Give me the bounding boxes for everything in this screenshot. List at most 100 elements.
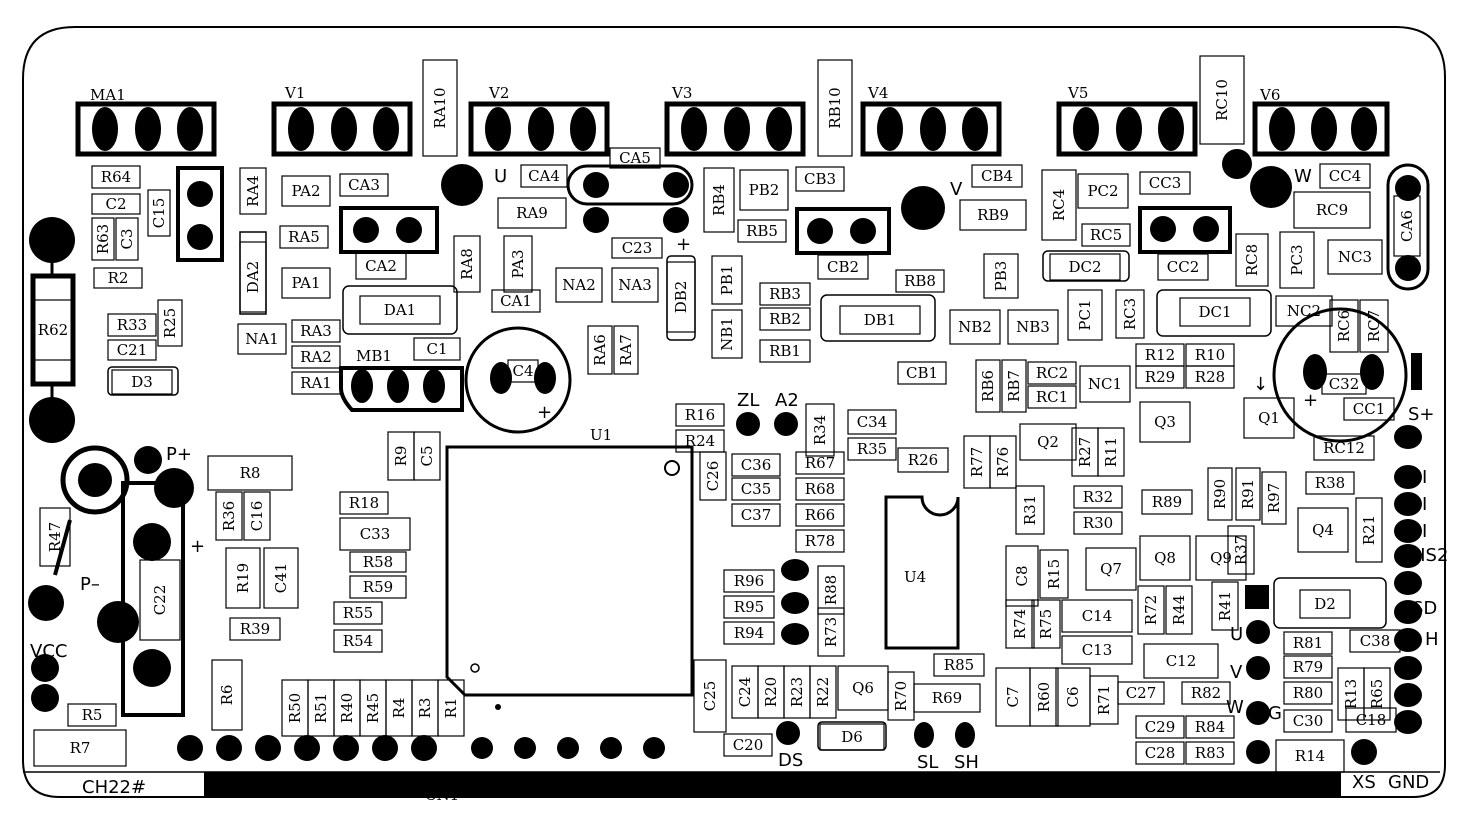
pin-label: S+ [1408, 404, 1435, 425]
designator-pb3: PB3 [983, 253, 1019, 299]
designator-label: CA4 [528, 167, 560, 185]
designator-outline [453, 235, 481, 293]
designator-r8: R8 [207, 455, 293, 491]
designator-q7: Q7 [1085, 547, 1137, 591]
designator-outline [847, 437, 897, 461]
designator-outline [1135, 741, 1185, 765]
designator-r26: R26 [897, 447, 949, 473]
designator-label: RC6 [1335, 310, 1353, 342]
designator-label: R76 [994, 447, 1012, 477]
designator-rc4: RC4 [1041, 169, 1077, 241]
designator-label: RA9 [516, 204, 548, 222]
designator-label: R32 [1083, 488, 1113, 506]
designator-label: R58 [363, 553, 393, 571]
plus-sign: + [190, 536, 205, 557]
designator-label: NA3 [618, 276, 652, 294]
connector-ca2 [339, 206, 439, 254]
designator-label: C24 [736, 677, 754, 708]
designator-outline [1005, 545, 1039, 607]
designator-r30: R30 [1073, 511, 1123, 535]
designator-label: R68 [805, 480, 835, 498]
designator-outline [1235, 233, 1269, 287]
designator-label: NA1 [245, 330, 279, 348]
designator-outline [731, 477, 781, 501]
bottom-connector-bar [204, 772, 1341, 797]
designator-nc3: NC3 [1327, 239, 1383, 275]
designator-c2: C2 [91, 193, 141, 215]
designator-rc7: RC7 [1359, 299, 1389, 353]
designator-ra4: RA4 [239, 167, 267, 215]
designator-r84: R84 [1185, 715, 1235, 739]
designator-label: R23 [788, 677, 806, 707]
header-label: V6 [1259, 86, 1280, 104]
designator-r51: R51 [307, 679, 335, 737]
designator-label: PC2 [1087, 182, 1118, 200]
designator-label: R26 [908, 451, 938, 469]
pin-label: SD [1412, 598, 1437, 619]
designator-outline [157, 299, 183, 347]
designator-label: DC1 [1198, 303, 1231, 321]
designator-label: C1 [426, 340, 447, 358]
designator-c41: C41 [263, 547, 299, 609]
designator-outline [1363, 667, 1391, 721]
pad [1246, 620, 1270, 644]
designator-label: R47 [46, 522, 64, 552]
designator-label: R75 [1037, 609, 1055, 639]
designator-label: R45 [364, 693, 382, 723]
designator-outline [1179, 297, 1251, 327]
pad [31, 654, 59, 682]
designator-r74: R74 [1005, 599, 1035, 649]
designator-label: R22 [814, 677, 832, 707]
designator-label: C27 [1126, 684, 1157, 702]
designator-c35: C35 [731, 477, 781, 501]
designator-label: RA4 [244, 175, 262, 207]
designator-outline [1195, 535, 1247, 581]
designator-r88: R88 [817, 565, 845, 615]
designator-r6: R6 [211, 659, 243, 731]
designator-label: R96 [734, 572, 764, 590]
connector-ca6 [1386, 163, 1430, 291]
designator-outline [1027, 385, 1077, 409]
header-label: MB1 [356, 347, 392, 365]
ic-u4: U4 [884, 495, 960, 650]
designator-label: R95 [734, 598, 764, 616]
designator-rc8: RC8 [1235, 233, 1269, 287]
designator-label: R91 [1239, 479, 1257, 509]
designator-label: C29 [1145, 718, 1176, 736]
designator-r79: R79 [1283, 655, 1333, 679]
designator-outline [1143, 643, 1219, 679]
designator-outline [895, 269, 945, 293]
test-label: A2 [775, 390, 799, 411]
designator-rb6: RB6 [975, 359, 1001, 413]
header-v6: V6 [1252, 86, 1390, 157]
designator-label: R66 [805, 506, 835, 524]
designator-label: R80 [1293, 684, 1323, 702]
designator-r50: R50 [281, 679, 309, 737]
designator-outline [333, 629, 383, 653]
designator-ca1: CA1 [491, 289, 541, 313]
designator-outline [215, 491, 243, 541]
pad [1394, 571, 1422, 595]
resistor-r62 [29, 217, 76, 443]
designator-outline [1027, 361, 1077, 385]
designator-outline [225, 547, 261, 609]
header-label: MA1 [90, 86, 126, 104]
designator-outline [913, 683, 981, 713]
designator-label: Q2 [1037, 433, 1059, 451]
designator-outline [1007, 309, 1059, 345]
designator-outline [291, 371, 341, 395]
designator-ca4: CA4 [520, 164, 568, 188]
designator-outline [339, 173, 389, 197]
capacitor-c4 [464, 326, 572, 434]
designator-label: RA8 [458, 248, 476, 280]
designator-label: C5 [418, 445, 436, 466]
designator-outline [675, 403, 725, 427]
designator-outline [1135, 365, 1185, 389]
designator-pc2: PC2 [1077, 173, 1129, 209]
designator-outline [1073, 511, 1123, 535]
designator-label: C18 [1356, 711, 1387, 729]
designator-label: RC7 [1365, 310, 1383, 342]
ic-label: U1 [590, 426, 612, 444]
designator-c32: C32 [1321, 373, 1367, 395]
designator-label: R18 [349, 494, 379, 512]
